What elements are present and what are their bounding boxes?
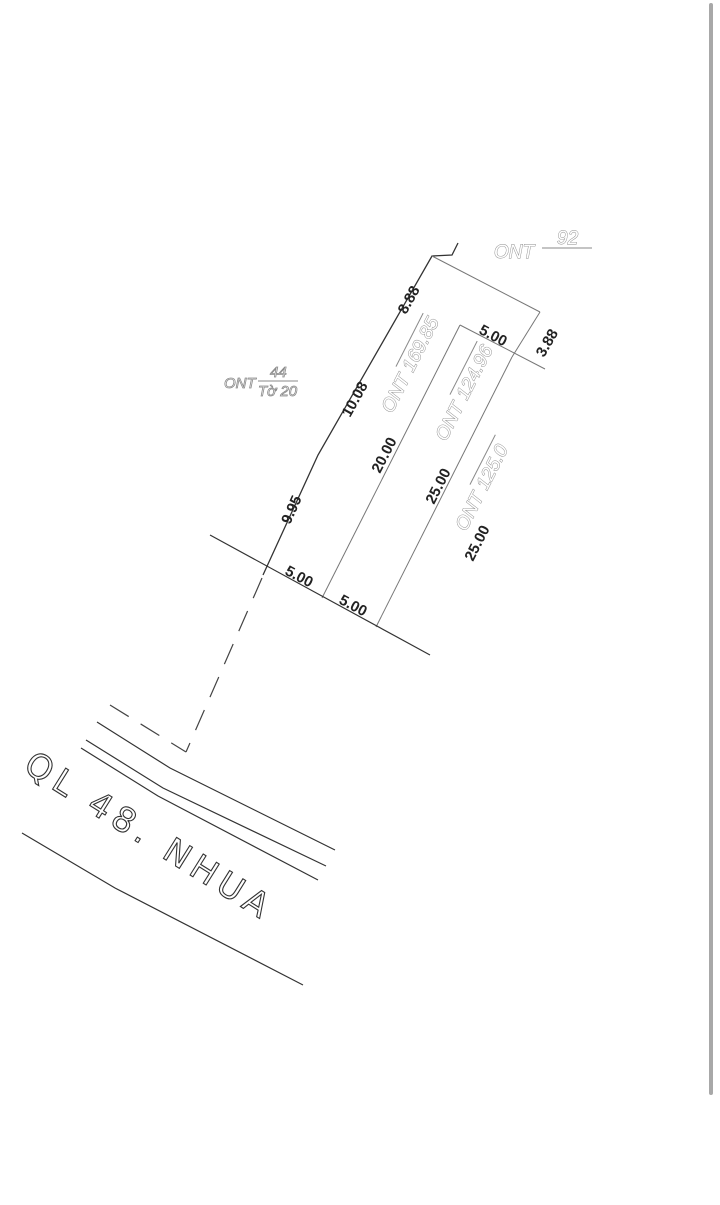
dim-front-width-1: 5.00	[282, 563, 316, 592]
dim-lot-a-depth: 20.00	[368, 435, 400, 476]
label-ont-92: ONT 92	[494, 228, 592, 263]
label-ont-92-code: ONT	[494, 242, 536, 263]
label-lot-b-area: 124.96	[453, 342, 498, 404]
label-ont-44-denominator: Tờ 20	[258, 383, 298, 400]
boundary-lines	[321, 255, 546, 628]
label-ont-44: ONT 44 Tờ 20	[224, 364, 299, 401]
dim-left-mid-edge: 10.08	[339, 379, 372, 420]
label-lot-c: ONT 125.0	[451, 434, 514, 535]
label-lot-b: ONT 124.96	[431, 340, 498, 445]
dashed-access-line	[109, 577, 263, 753]
vertical-scrollbar[interactable]	[709, 3, 713, 1095]
label-ont-92-number: 92	[557, 228, 579, 249]
label-lot-a-code: ONT	[378, 370, 416, 417]
label-lot-b-code: ONT	[432, 398, 470, 445]
dim-left-top-edge: 8.88	[395, 283, 424, 317]
frontage-line	[209, 534, 431, 656]
label-ont-44-code: ONT	[224, 375, 258, 392]
dim-left-bottom-edge: 9.95	[278, 493, 305, 527]
road-edges	[21, 721, 336, 986]
label-lot-a-area: 169.85	[399, 314, 444, 376]
road-label: QL 48. NHUA	[17, 744, 281, 930]
dim-top-right-short: 3.88	[533, 326, 562, 360]
dim-front-width-2: 5.00	[336, 592, 370, 621]
label-lot-a: ONT 169.85	[377, 312, 444, 417]
label-ont-44-numerator: 44	[270, 364, 287, 381]
dim-lot-b-depth: 25.00	[422, 466, 454, 507]
